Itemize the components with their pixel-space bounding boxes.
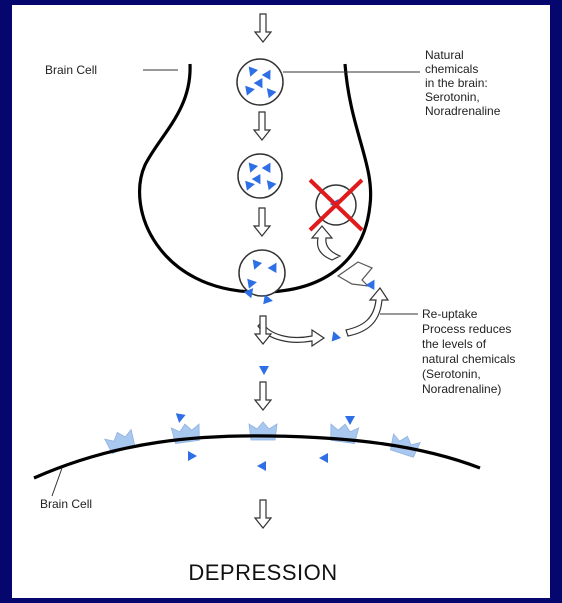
reuptake-molecule [366,277,379,290]
cleft-molecule [319,453,328,463]
cleft-molecule [174,413,185,424]
cleft-molecule [188,451,197,461]
cleft-molecule [345,416,355,425]
flow-arrow [255,500,271,528]
vesicle-releasing [239,250,285,296]
flow-arrow [254,208,270,236]
flow-arrow [255,14,271,42]
chemicals-label: Natural chemicals in the brain: Serotoni… [425,48,501,118]
reuptake-label: Re-uptake Process reduces the levels of … [422,307,519,396]
vesicle [237,59,283,105]
brain-cell-top-label: Brain Cell [45,63,97,77]
reuptake-molecule [329,330,341,342]
depression-title: DEPRESSION [188,560,337,585]
cleft-molecule [259,366,269,375]
reuptake-up-arrow [346,288,388,336]
flow-arrow [255,382,271,410]
brain-cell-bottom-pointer [52,468,62,496]
vesicle [238,154,282,198]
flow-arrow [254,112,270,140]
brain-cell-bottom-label: Brain Cell [40,497,92,511]
cleft-molecule [257,461,266,471]
released-molecule [263,294,274,305]
reuptake-return-arrow [312,226,340,260]
